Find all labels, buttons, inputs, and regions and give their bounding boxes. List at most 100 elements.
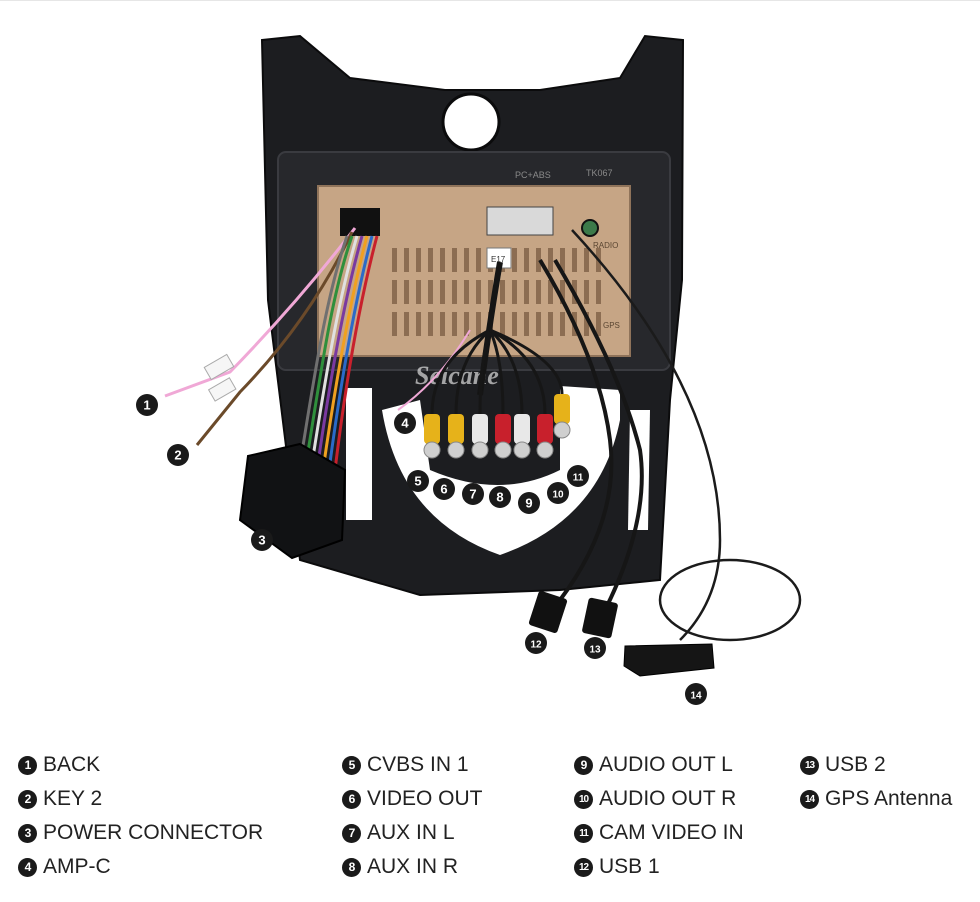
callout-badge-number: 13 (589, 645, 601, 656)
legend-number-badge: 13 (800, 755, 819, 775)
legend-number-badge: 4 (18, 857, 37, 877)
legend-label: USB 2 (825, 753, 886, 776)
legend-number-badge: 2 (18, 789, 37, 809)
callout-badge (525, 632, 547, 654)
callout-badge (685, 683, 707, 705)
radio-mark: RADIO (593, 241, 618, 250)
legend-item: 5 CVBS IN 1 (342, 748, 483, 782)
legend-item: 7 AUX IN L (342, 816, 483, 850)
legend-label: AUDIO OUT L (599, 753, 733, 776)
legend-item: 2 KEY 2 (18, 782, 263, 816)
legend-item: 14 GPS Antenna (800, 782, 952, 816)
back-wire-label (203, 353, 235, 381)
legend-label: AUX IN L (367, 821, 455, 844)
callout-badge (584, 637, 606, 659)
callout-badge (167, 444, 189, 466)
legend-item: 1 BACK (18, 748, 263, 782)
callout-badge (567, 465, 589, 487)
amp-c-wire (397, 329, 471, 411)
callout-badge-number: 1 (143, 398, 150, 413)
gps-antenna (623, 643, 715, 677)
callout-badge-number: 8 (496, 490, 503, 505)
gps-cable-coil (658, 558, 802, 642)
pc-abs-mark: PC+ABS (515, 170, 551, 180)
legend-number-badge: 10 (574, 789, 593, 809)
legend-item: 9 AUDIO OUT L (574, 748, 744, 782)
usb2-cable (553, 258, 644, 611)
callout-badge (394, 412, 416, 434)
callout-badge (433, 478, 455, 500)
legend-label: VIDEO OUT (367, 787, 483, 810)
main-harness-socket (340, 208, 380, 236)
callout-badge-number: 5 (414, 474, 421, 489)
callout-badge-number: 10 (552, 490, 564, 501)
legend-item: 8 AUX IN R (342, 850, 483, 884)
legend-item: 11 CAM VIDEO IN (574, 816, 744, 850)
legend-item: 6 VIDEO OUT (342, 782, 483, 816)
callout-badge (547, 482, 569, 504)
legend-item: 4 AMP-C (18, 850, 263, 884)
legend-col-4: 13 USB 2 14 GPS Antenna (800, 748, 952, 816)
top-divider (0, 0, 980, 1)
gps-mark: GPS (603, 321, 620, 330)
usb1-cable (538, 258, 614, 602)
gps-cable (571, 229, 722, 641)
rca-connectors (423, 328, 571, 459)
legend-col-2: 5 CVBS IN 1 6 VIDEO OUT 7 AUX IN L 8 AUX IN R (342, 748, 483, 884)
back-wire (164, 227, 357, 398)
legend-label: CVBS IN 1 (367, 753, 469, 776)
legend-number-badge: 3 (18, 823, 37, 843)
callout-badge-number: 6 (440, 482, 447, 497)
legend-label: USB 1 (599, 855, 660, 878)
power-connector-block (238, 442, 347, 560)
legend-col-1: 1 BACK 2 KEY 2 3 POWER CONNECTOR 4 AMP-C (18, 748, 263, 884)
callout-badge-number: 2 (174, 448, 181, 463)
usb2-plug (582, 597, 618, 639)
callout-badge-number: 7 (469, 487, 476, 502)
callout-badge (462, 483, 484, 505)
harness-tag-text: E17 (491, 255, 506, 264)
legend-label: GPS Antenna (825, 787, 953, 810)
frame-hole (441, 92, 501, 152)
legend-label: POWER CONNECTOR (43, 821, 264, 844)
legend-number-badge: 6 (342, 789, 361, 809)
legend-label: KEY 2 (43, 787, 103, 810)
callout-badge (518, 492, 540, 514)
legend-label: AMP-C (43, 855, 111, 878)
legend-number-badge: 7 (342, 823, 361, 843)
frame-cutout-right (628, 410, 650, 530)
legend-item: 13 USB 2 (800, 748, 952, 782)
legend-number-badge: 9 (574, 755, 593, 775)
legend: 1 BACK 2 KEY 2 3 POWER CONNECTOR 4 AMP-C 5 CVBS … (0, 748, 980, 888)
callout-badge-number: 11 (573, 473, 584, 484)
usb1-plug (528, 591, 568, 633)
model-code-mark: TK067 (586, 168, 613, 178)
callout-badge-number: 12 (530, 640, 542, 651)
callout-badge-number: 9 (525, 496, 532, 511)
callout-badge-number: 4 (401, 416, 409, 431)
legend-label: CAM VIDEO IN (599, 821, 744, 844)
legend-number-badge: 5 (342, 755, 361, 775)
product-photo: PC+ABS TK067 RADIO GPS E17 Seicane 12345… (136, 34, 802, 705)
callout-badge-number: 3 (258, 533, 265, 548)
legend-number-badge: 11 (574, 823, 593, 843)
legend-item: 10 AUDIO OUT R (574, 782, 744, 816)
callout-badge-number: 14 (690, 691, 702, 702)
legend-number-badge: 8 (342, 857, 361, 877)
legend-number-badge: 14 (800, 789, 819, 809)
legend-label: BACK (43, 753, 101, 776)
key2-wire-label (207, 377, 237, 402)
legend-label: AUDIO OUT R (599, 787, 737, 810)
callout-badge (489, 486, 511, 508)
legend-number-badge: 1 (18, 755, 37, 775)
callout-badge (407, 470, 429, 492)
radio-socket (581, 219, 599, 237)
legend-label: AUX IN R (367, 855, 459, 878)
main-harness-bundle (297, 235, 379, 471)
legend-item: 3 POWER CONNECTOR (18, 816, 263, 850)
callout-badge (251, 529, 273, 551)
multi-pin-socket (486, 206, 554, 236)
